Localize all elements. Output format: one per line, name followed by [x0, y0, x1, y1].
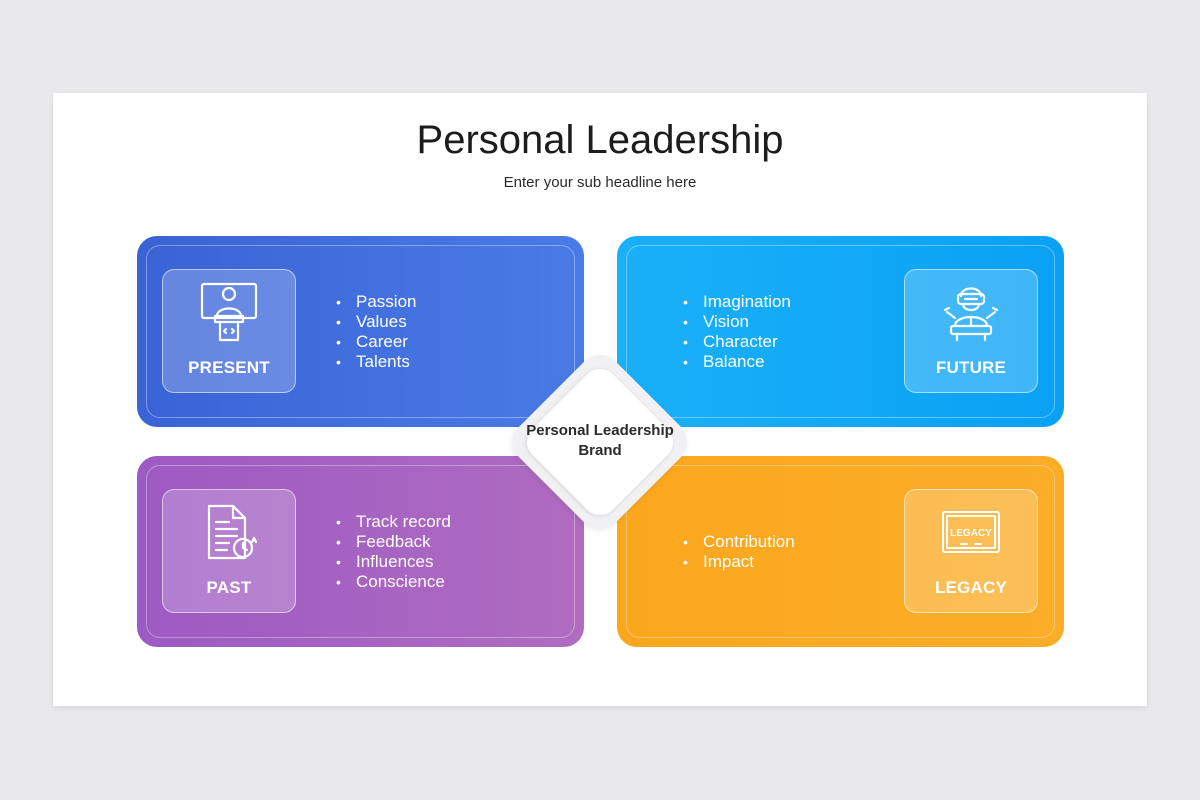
list-item: Passion: [336, 292, 416, 312]
future-card: FUTURE Imagination Vision Character Bala…: [617, 236, 1064, 427]
list-item: Track record: [336, 512, 451, 532]
past-list: Track record Feedback Influences Conscie…: [336, 512, 451, 592]
list-item: Character: [683, 332, 791, 352]
page-title: Personal Leadership: [416, 118, 784, 162]
future-card-border: [626, 245, 1055, 418]
vr-headset-person-icon: [943, 287, 999, 342]
future-icon-box: FUTURE: [904, 269, 1038, 393]
list-item: Impact: [683, 552, 795, 572]
presenter-at-podium-icon: [200, 282, 258, 342]
past-icon-box: PAST: [162, 489, 296, 613]
list-item: Balance: [683, 352, 791, 372]
list-item: Values: [336, 312, 416, 332]
list-item: Talents: [336, 352, 416, 372]
svg-text:LEGACY: LEGACY: [950, 528, 992, 539]
list-item: Influences: [336, 552, 451, 572]
present-icon-box: PRESENT: [162, 269, 296, 393]
present-list: Passion Values Career Talents: [336, 292, 416, 372]
past-card-border: [146, 465, 575, 638]
list-item: Contribution: [683, 532, 795, 552]
past-label: PAST: [206, 578, 252, 597]
list-item: Imagination: [683, 292, 791, 312]
past-card: PAST Track record Feedback Influences Co…: [137, 456, 584, 647]
legacy-card: LEGACY LEGACY Contribution Impact: [617, 456, 1064, 647]
list-item: Career: [336, 332, 416, 352]
future-label: FUTURE: [935, 358, 1007, 377]
list-item: Vision: [683, 312, 791, 332]
legacy-icon-box: LEGACY LEGACY: [904, 489, 1038, 613]
center-label-line2: Brand: [578, 442, 622, 459]
center-label: Personal Leadership Brand: [505, 421, 695, 461]
document-history-icon: [207, 504, 258, 560]
page-subtitle: Enter your sub headline here: [503, 174, 697, 191]
present-card-border: [146, 245, 575, 418]
legacy-card-border: [626, 465, 1055, 638]
present-card: PRESENT Passion Values Career Talents: [137, 236, 584, 427]
present-label: PRESENT: [188, 358, 270, 377]
list-item: Feedback: [336, 532, 451, 552]
center-label-line1: Personal Leadership: [526, 422, 674, 439]
list-item: Conscience: [336, 572, 451, 592]
legacy-label: LEGACY: [934, 578, 1008, 597]
legacy-certificate-icon: LEGACY: [942, 511, 1000, 553]
future-list: Imagination Vision Character Balance: [683, 292, 791, 372]
legacy-list: Contribution Impact: [683, 532, 795, 572]
